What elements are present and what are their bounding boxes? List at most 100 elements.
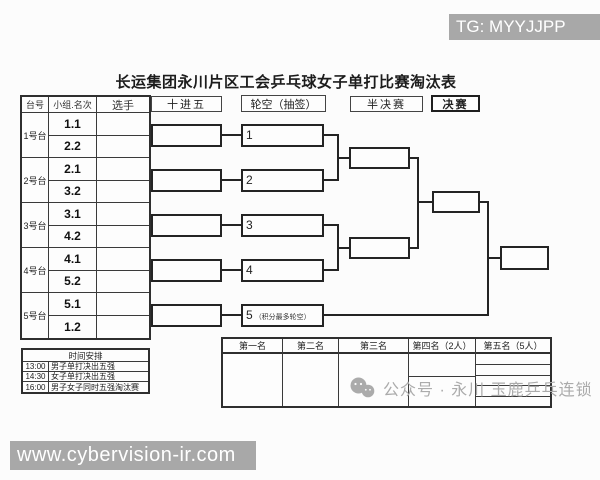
schedule-event: 男子单打决出五强 xyxy=(49,362,148,372)
bracket-connector xyxy=(337,134,339,181)
semifinal-box-2 xyxy=(349,237,410,259)
player-cell-empty xyxy=(97,136,149,158)
seed-cell: 1.2 xyxy=(49,315,97,338)
bracket-connector xyxy=(487,257,500,259)
bye-slot-2: 2 xyxy=(241,169,324,192)
bye-slot-label: 1 xyxy=(246,128,253,142)
final-box xyxy=(432,191,480,213)
winner-box-2 xyxy=(151,169,222,192)
winner-box-5 xyxy=(151,304,222,327)
table-no-cell: 2号台 xyxy=(22,158,49,203)
bracket-connector xyxy=(337,224,339,271)
ranking-cell-empty xyxy=(223,354,282,406)
ranking-col-third: 第三名 xyxy=(339,339,409,406)
schedule-event: 男子女子同时五强淘汰赛 xyxy=(51,382,139,392)
bracket-connector xyxy=(322,314,489,316)
tg-watermark-text: TG: MYYJJPP xyxy=(456,17,566,36)
player-cell-empty xyxy=(97,226,149,248)
wechat-icon xyxy=(349,377,376,399)
bye-slot-note: （积分最多轮空） xyxy=(254,314,311,321)
ranking-header: 第三名 xyxy=(339,339,408,354)
bracket-connector xyxy=(220,134,241,136)
seed-cell: 1.1 xyxy=(49,113,97,136)
bye-slot-4: 4 xyxy=(241,259,324,282)
schedule-title: 时间安排 xyxy=(23,350,148,362)
col-header-table-no: 台号 xyxy=(22,97,49,113)
player-cell-empty xyxy=(97,203,149,226)
wechat-watermark: 公众号 · 永川 玉鹿乒乓连锁 xyxy=(349,376,593,400)
ranking-header: 第二名 xyxy=(283,339,338,354)
ranking-cell-group xyxy=(476,354,550,408)
ranking-header: 第四名（2人） xyxy=(409,339,475,354)
ranking-cell-empty xyxy=(283,354,338,406)
round-header-ten-to-five: 十进五 xyxy=(151,96,222,112)
schedule-time: 13:00 xyxy=(23,362,49,372)
winner-box-3 xyxy=(151,214,222,237)
ranking-cell-empty xyxy=(476,386,550,398)
player-cell-empty xyxy=(97,293,149,316)
table-no-cell: 3号台 xyxy=(22,203,49,248)
bracket-connector xyxy=(339,157,349,159)
bye-slot-1: 1 xyxy=(241,124,324,147)
player-cell-empty xyxy=(97,248,149,271)
bracket-connector xyxy=(339,247,349,249)
bye-slot-label: 2 xyxy=(246,173,253,187)
wechat-watermark-text: 公众号 · 永川 玉鹿乒乓连锁 xyxy=(383,382,593,399)
schedule-event: 女子单打决出五强 xyxy=(49,372,148,382)
player-cell-empty xyxy=(97,181,149,203)
qualifier-table: 台号 小组.名次 选手 1号台 1.1 2.2 2号台 2.1 3.2 3号台 … xyxy=(20,95,151,340)
schedule-time: 14:30 xyxy=(23,372,49,382)
bracket-connector xyxy=(220,179,241,181)
bye-slot-5: 5（积分最多轮空） xyxy=(241,304,324,327)
seed-cell: 2.1 xyxy=(49,158,97,181)
bracket-connector xyxy=(478,201,489,203)
bye-slot-label: 4 xyxy=(246,263,253,277)
col-header-player: 选手 xyxy=(97,97,149,113)
ranking-cell-empty xyxy=(476,365,550,376)
schedule-table: 时间安排 13:00 男子单打决出五强 14:30 女子单打决出五强 16:00… xyxy=(21,348,150,394)
player-cell-empty xyxy=(97,316,149,339)
bracket-connector xyxy=(322,179,339,181)
ranking-col-first: 第一名 xyxy=(223,339,283,406)
round-header-bye-draw: 轮空（抽签） xyxy=(241,95,326,112)
seed-cell: 3.1 xyxy=(49,203,97,226)
seed-cell: 3.2 xyxy=(49,180,97,203)
url-watermark-badge: www.cybervision-ir.com xyxy=(10,441,256,470)
table-no-cell: 5号台 xyxy=(22,293,49,338)
player-cell-empty xyxy=(97,158,149,181)
bracket-connector xyxy=(322,134,339,136)
semifinal-box-1 xyxy=(349,147,410,169)
schedule-time: 16:00 xyxy=(23,382,49,392)
bracket-connector xyxy=(220,224,241,226)
seed-cell: 4.1 xyxy=(49,248,97,271)
ranking-col-fifth: 第五名（5人） xyxy=(476,339,550,406)
seed-cell: 2.2 xyxy=(49,135,97,158)
bye-slot-label: 5 xyxy=(246,308,253,322)
ranking-table: 第一名 第二名 第三名 第四名（2人） 第五名（5人） xyxy=(221,337,552,408)
url-watermark-text: www.cybervision-ir.com xyxy=(17,444,236,466)
winner-box-1 xyxy=(151,124,222,147)
round-header-semifinal: 半决赛 xyxy=(350,96,423,112)
player-cell-empty xyxy=(97,271,149,293)
round-header-final: 决赛 xyxy=(431,95,480,112)
ranking-cell-empty xyxy=(476,354,550,365)
bye-slot-label: 3 xyxy=(246,218,253,232)
bracket-connector xyxy=(322,224,339,226)
champion-box xyxy=(500,246,549,270)
bracket-connector xyxy=(408,157,419,159)
bracket-connector xyxy=(322,269,339,271)
seed-cell: 5.2 xyxy=(49,270,97,293)
page-title: 长运集团永川片区工会乒乓球女子单打比赛淘汰表 xyxy=(115,74,457,91)
ranking-col-second: 第二名 xyxy=(283,339,339,406)
bye-slot-3: 3 xyxy=(241,214,324,237)
bracket-connector xyxy=(220,314,241,316)
ranking-cell-group xyxy=(409,354,475,406)
bracket-connector xyxy=(408,247,419,249)
table-no-cell: 4号台 xyxy=(22,248,49,293)
bracket-connector xyxy=(417,157,419,249)
player-cell-empty xyxy=(97,113,149,136)
ranking-cell-empty xyxy=(409,354,475,377)
seed-cell: 5.1 xyxy=(49,293,97,316)
table-no-cell: 1号台 xyxy=(22,113,49,158)
